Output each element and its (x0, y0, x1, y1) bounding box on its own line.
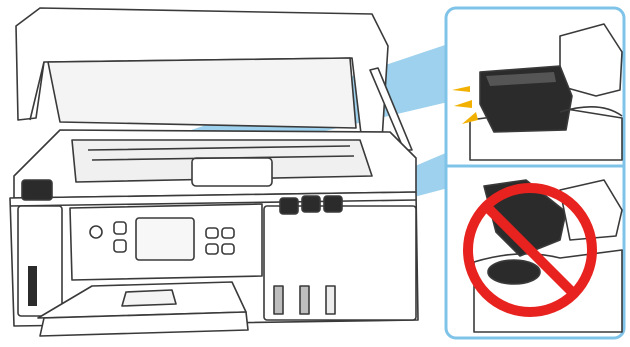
panel-button-right-3 (206, 244, 218, 254)
printer-illustration (10, 8, 418, 336)
panel-button-left-2 (114, 240, 126, 252)
ink-tank-cyan-window (274, 286, 283, 314)
scanner-glass (48, 58, 356, 128)
right-tank-cap-2 (302, 196, 320, 212)
panel-button-right-1 (206, 228, 218, 238)
right-ink-tank-housing (264, 206, 416, 320)
left-ink-window-black (28, 266, 37, 306)
ink-tank-magenta-window (300, 286, 309, 314)
right-tank-cap-3 (324, 196, 342, 212)
panel-button-left-1 (114, 222, 126, 234)
print-head-carriage (192, 158, 272, 186)
panel-button-right-2 (222, 228, 234, 238)
lcd-screen (136, 218, 194, 260)
left-tank-cap (22, 180, 52, 200)
tank-opening (488, 260, 540, 284)
ink-tank-yellow-window (326, 286, 335, 314)
panel-button-right-4 (222, 244, 234, 254)
power-button-icon (90, 226, 102, 238)
paper-stopper (122, 290, 176, 306)
left-ink-tank (18, 206, 62, 316)
right-tank-cap-1 (280, 198, 298, 214)
